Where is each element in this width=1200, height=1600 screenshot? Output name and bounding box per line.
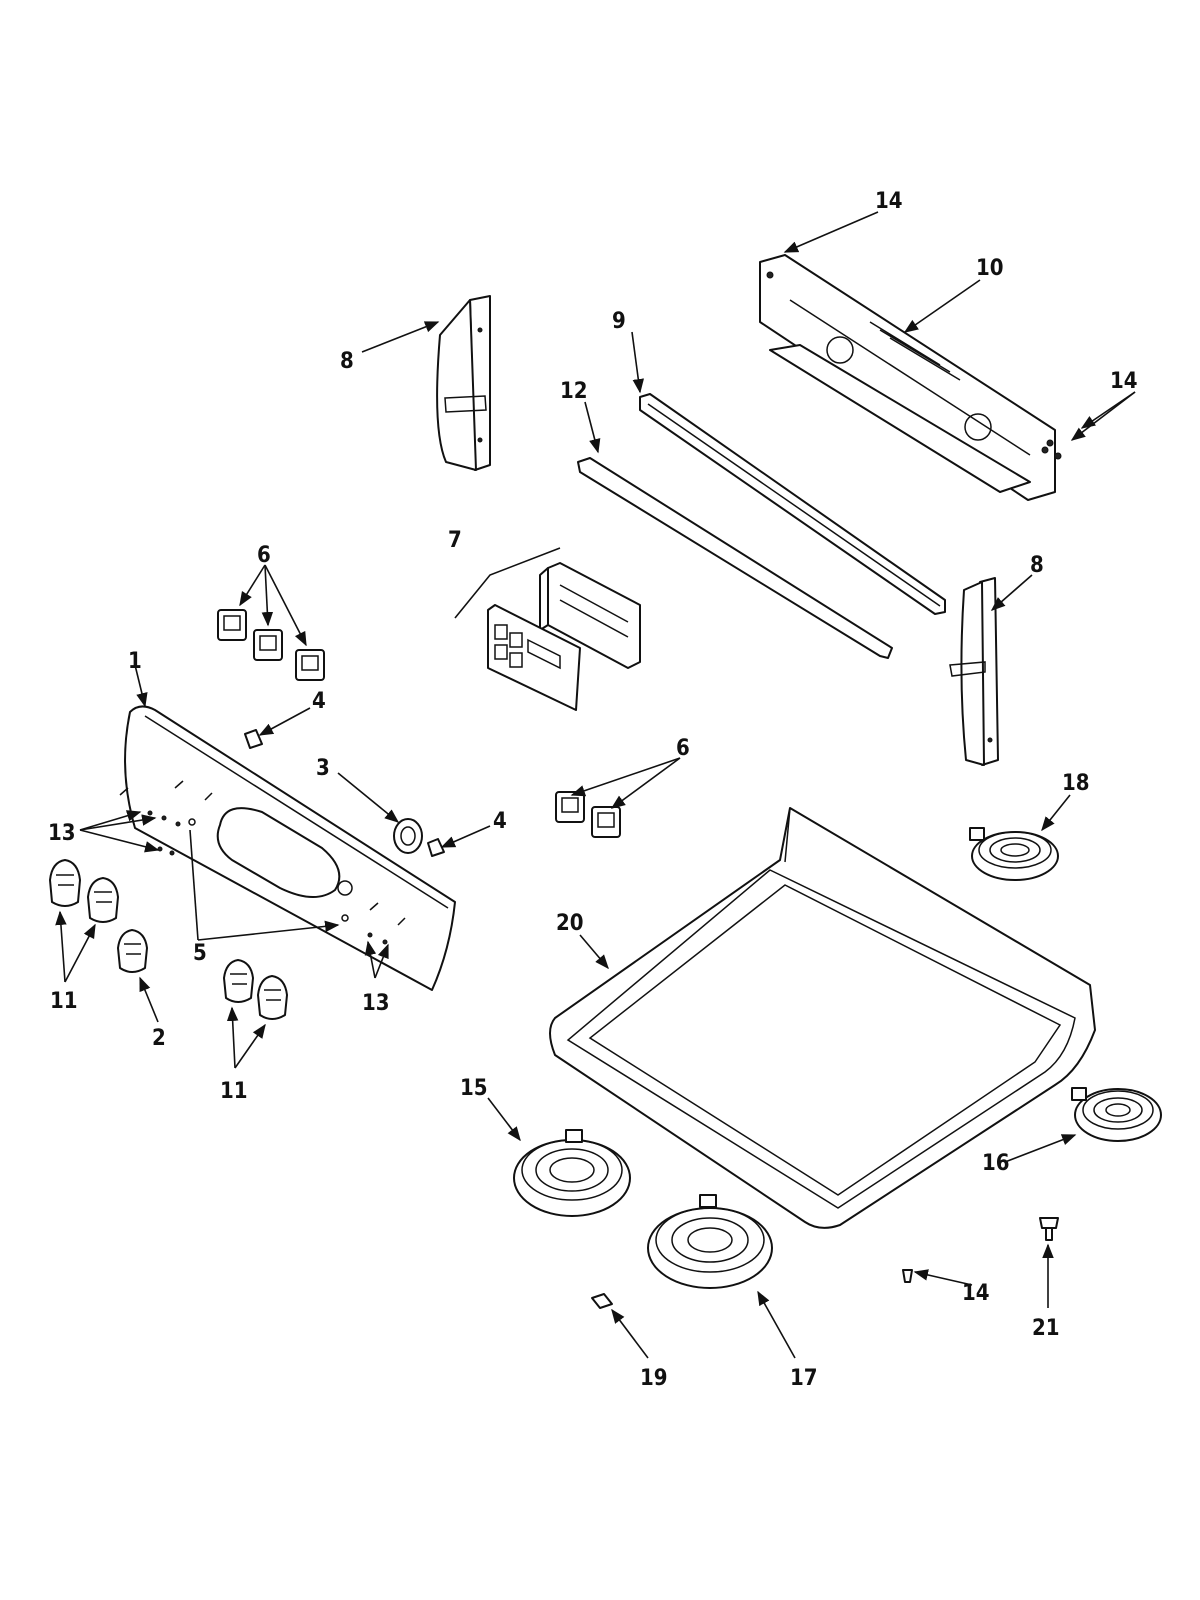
callout-18: 18 bbox=[1062, 771, 1090, 796]
element-18-part bbox=[969, 827, 1059, 881]
electronic-control-part bbox=[454, 547, 641, 711]
callout-1: 1 bbox=[128, 649, 142, 674]
callout-17: 17 bbox=[790, 1366, 818, 1391]
control-panel-part bbox=[119, 705, 456, 991]
callout-10: 10 bbox=[976, 256, 1004, 281]
callout-2: 2 bbox=[152, 1026, 166, 1051]
callout-4b: 4 bbox=[493, 809, 507, 834]
rear-trim-part bbox=[639, 393, 946, 615]
rear-panel-part bbox=[759, 254, 1056, 501]
switch-group-upper-part bbox=[217, 609, 325, 681]
indicator-light-parts bbox=[244, 729, 445, 857]
element-15-part bbox=[513, 1129, 631, 1217]
callout-21: 21 bbox=[1032, 1316, 1060, 1341]
callout-14a: 14 bbox=[875, 189, 903, 214]
rotary-switch-part bbox=[393, 818, 423, 854]
end-bracket-right-part bbox=[949, 577, 999, 766]
callout-11b: 11 bbox=[220, 1079, 248, 1104]
element-16-part bbox=[1071, 1087, 1162, 1142]
callout-9: 9 bbox=[612, 309, 626, 334]
callout-12: 12 bbox=[560, 379, 588, 404]
callout-11a: 11 bbox=[50, 989, 78, 1014]
callout-16: 16 bbox=[982, 1151, 1010, 1176]
callout-3: 3 bbox=[316, 756, 330, 781]
callout-8b: 8 bbox=[1030, 553, 1044, 578]
callout-13a: 13 bbox=[48, 821, 76, 846]
callout-20: 20 bbox=[556, 911, 584, 936]
element-17-part bbox=[647, 1194, 773, 1289]
trim-strip-part bbox=[577, 457, 893, 659]
callout-6a: 6 bbox=[257, 543, 271, 568]
cooktop-glass-part bbox=[549, 807, 1096, 1229]
leader-arrows bbox=[55, 211, 1136, 1359]
end-bracket-left-part bbox=[436, 295, 491, 471]
callout-labels: 1 2 3 4 4 5 6 6 7 8 8 9 10 11 11 12 13 1… bbox=[48, 189, 1138, 1391]
callout-19: 19 bbox=[640, 1366, 668, 1391]
callout-8a: 8 bbox=[340, 349, 354, 374]
switch-group-middle-part bbox=[555, 791, 621, 838]
callout-6b: 6 bbox=[676, 736, 690, 761]
knob-parts bbox=[49, 859, 288, 1020]
callout-13b: 13 bbox=[362, 991, 390, 1016]
callout-14b: 14 bbox=[1110, 369, 1138, 394]
element-clip-part bbox=[591, 1293, 613, 1309]
screw-parts bbox=[902, 439, 1062, 1283]
callout-7: 7 bbox=[448, 528, 462, 553]
callout-14c: 14 bbox=[962, 1281, 990, 1306]
callout-5: 5 bbox=[193, 941, 207, 966]
callout-4a: 4 bbox=[312, 689, 326, 714]
callout-15: 15 bbox=[460, 1076, 488, 1101]
